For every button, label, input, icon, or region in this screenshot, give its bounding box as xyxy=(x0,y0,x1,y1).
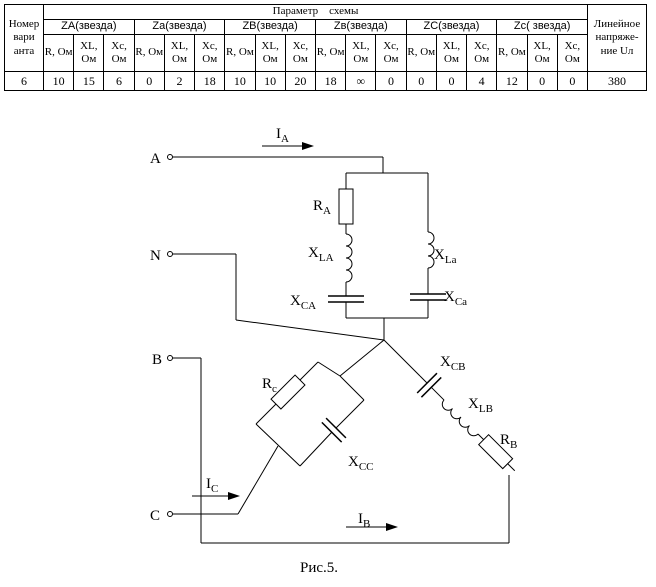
label-xla: XLA xyxy=(308,245,334,264)
subheader-r-4: R, Ом xyxy=(314,34,347,72)
subheader-xl-2: XL, Ом xyxy=(163,34,196,72)
cell-value: 0 xyxy=(375,71,407,91)
cell-value: 2 xyxy=(163,71,196,91)
label-xcc: XCC xyxy=(348,454,374,473)
subheader-xl-3: XL, Ом xyxy=(254,34,286,72)
terminal-c-dot xyxy=(167,511,173,517)
label-xca2: XCa xyxy=(444,289,467,308)
cell-value: 18 xyxy=(194,71,226,91)
cell-value: 0 xyxy=(556,71,589,91)
header-line-voltage: Линейное напряже-ние Uл xyxy=(587,4,647,72)
terminal-a-dot xyxy=(167,154,173,160)
arrow-ib xyxy=(386,523,398,531)
cell-value: 18 xyxy=(314,71,347,91)
label-current-b: IB xyxy=(358,511,370,530)
terminal-b-dot xyxy=(167,355,173,361)
subheader-r-2: R, Ом xyxy=(133,34,165,72)
parameters-table: Номер вари анта Параметр схемы Линейное … xyxy=(4,4,647,91)
resistor-ra xyxy=(338,188,354,225)
label-xcb: XCB xyxy=(440,354,466,373)
cell-value: 10 xyxy=(42,71,75,91)
label-terminal-a: A xyxy=(150,151,161,167)
label-xca: XCA xyxy=(290,293,316,312)
group-za: ZA(звезда) xyxy=(43,19,135,35)
subheader-r-1: R, Ом xyxy=(42,34,75,72)
cell-value: 12 xyxy=(496,71,528,91)
subheader-xl-5: XL, Ом xyxy=(435,34,468,72)
subheader-xl-6: XL, Ом xyxy=(526,34,558,72)
figure-caption: Рис.5. xyxy=(300,560,339,576)
cell-voltage: 380 xyxy=(587,71,647,91)
label-ra: RA xyxy=(313,198,331,217)
label-terminal-c: C xyxy=(150,508,160,524)
group-zb-lower: Zв(звезда) xyxy=(314,19,407,35)
cell-value: 20 xyxy=(284,71,316,91)
label-terminal-b: B xyxy=(152,352,162,368)
header-variant-number: Номер вари анта xyxy=(4,4,44,72)
cell-value: 10 xyxy=(224,71,256,91)
terminal-n-dot xyxy=(167,251,173,257)
subheader-xc-3: Xc, Ом xyxy=(284,34,316,72)
cell-variant: 6 xyxy=(4,71,44,91)
label-rc: Rc xyxy=(262,376,277,395)
label-current-a: IA xyxy=(276,126,289,145)
label-terminal-n: N xyxy=(150,248,161,264)
cell-value: ∞ xyxy=(345,71,377,91)
subheader-r-5: R, Ом xyxy=(405,34,437,72)
inductor-xla2 xyxy=(427,231,435,269)
label-rb: RB xyxy=(500,432,517,451)
subheader-xc-1: Xc, Ом xyxy=(103,34,135,72)
group-zc: ZC(звезда) xyxy=(405,19,498,35)
label-xla2: XLa xyxy=(434,247,457,266)
arrow-ic xyxy=(228,492,240,500)
label-xlb: XLB xyxy=(468,396,493,415)
arrow-ia xyxy=(302,142,314,150)
cell-value: 15 xyxy=(73,71,105,91)
group-zb: ZB(звезда) xyxy=(224,19,316,35)
label-current-c: IC xyxy=(206,476,218,495)
inductor-xla xyxy=(345,233,353,283)
subheader-r-6: R, Ом xyxy=(496,34,528,72)
